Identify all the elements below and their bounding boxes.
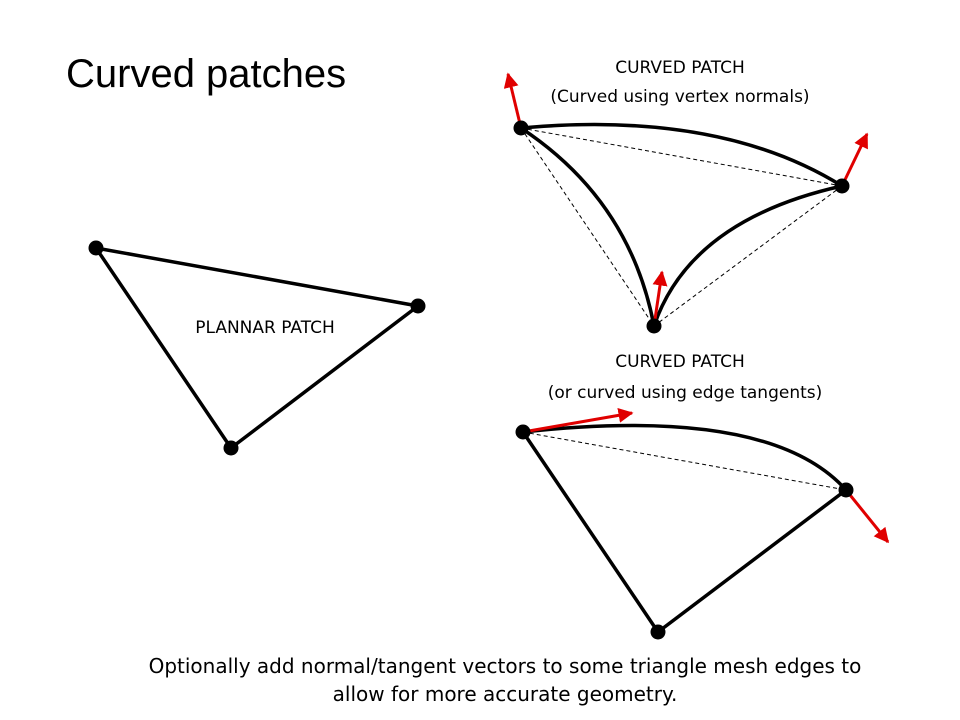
normal-vector [840, 132, 869, 187]
guide-lines [520, 127, 843, 327]
curved-edge [520, 126, 656, 327]
curved-vertex [646, 318, 662, 334]
caption-line-1: Optionally add normal/tangent vectors to… [148, 654, 862, 678]
slide-title: Curved patches [66, 52, 347, 96]
curved-patch-normals [503, 72, 869, 334]
curved-vertex [834, 178, 850, 194]
slide-caption: Optionally add normal/tangent vectors to… [60, 652, 950, 708]
normal-vector [503, 72, 523, 129]
planar-patch-label: PLANNAR PATCH [195, 318, 335, 338]
planar-vertex [410, 298, 426, 314]
caption-line-2: allow for more accurate geometry. [332, 682, 678, 706]
straight-edge [656, 488, 848, 634]
planar-vertex [88, 240, 104, 256]
curved-vertex [513, 120, 529, 136]
tangent-vector [844, 489, 890, 544]
tangent-vector [522, 407, 634, 434]
curved-edge [522, 423, 848, 492]
planar-vertex [223, 440, 239, 456]
tangent-vertex [650, 624, 666, 640]
guide-line [522, 431, 847, 491]
straight-edge [521, 431, 660, 633]
normal-vector [652, 270, 668, 327]
tangent-vertex [838, 482, 854, 498]
curved-patch-tangents-sublabel: (or curved using edge tangents) [547, 383, 823, 403]
curved-patch-normals-label: CURVED PATCH [615, 58, 745, 78]
curved-edge [520, 122, 843, 188]
curved-patch-tangents-label: CURVED PATCH [615, 352, 745, 372]
curved-edge [652, 184, 843, 327]
planar-triangle [94, 246, 420, 450]
curved-patch-normals-sublabel: (Curved using vertex normals) [550, 87, 810, 107]
planar-patch [88, 240, 426, 456]
tangent-vertex [515, 424, 531, 440]
curved-patch-tangents [515, 407, 890, 640]
